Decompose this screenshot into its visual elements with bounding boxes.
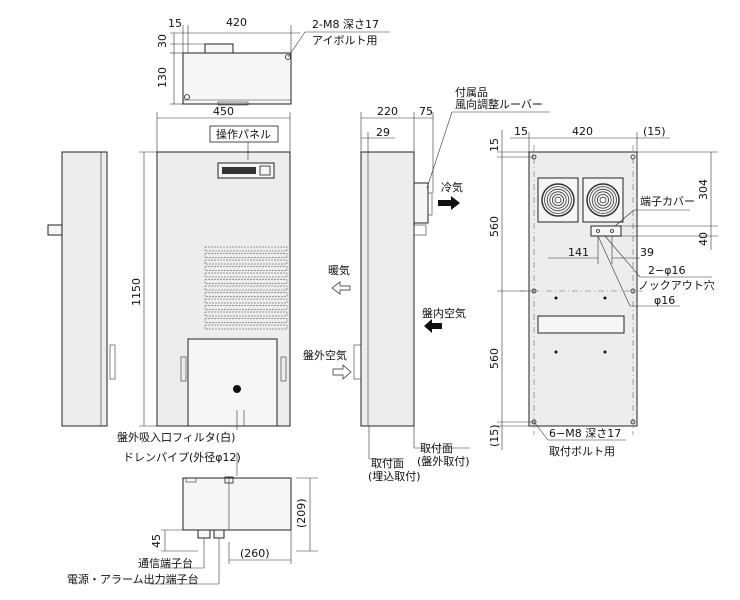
dim-bottom-209: (209)	[295, 498, 308, 528]
label-terminal-cover: 端子カバー	[640, 195, 695, 208]
fan-ring	[546, 188, 570, 212]
dim-back-141: 141	[568, 246, 589, 259]
label-knockout-hole: ノックアウト穴	[638, 278, 715, 292]
label-knockout-2phi16: 2−φ16	[648, 264, 685, 277]
heat-exchanger-fins	[204, 246, 288, 330]
label-warm-air: 暖気	[328, 263, 350, 277]
fan-ring	[554, 196, 562, 204]
fin-row	[204, 305, 288, 310]
dim-back-v15-paren: (15)	[488, 424, 501, 447]
dim-top-130: 130	[156, 67, 169, 88]
eyebolt-hole	[184, 94, 190, 100]
fin-row	[204, 272, 288, 278]
dim-back-15: 15	[514, 125, 528, 138]
label-panel-outside-air: 盤外空気	[303, 348, 347, 362]
bottom-view: (209) 45 (260) 通信端子台 電源・アラーム出力端子台	[67, 476, 318, 586]
fan-ring	[591, 188, 615, 212]
fan-ring	[541, 183, 575, 217]
fin-row	[204, 318, 288, 323]
right-side-view: 220 75 29 付属品 風向調整ルーバー 冷気 暖気 盤内空気 盤外空気 取…	[303, 86, 550, 483]
dim-front-1150: 1150	[130, 278, 143, 306]
label-panel-inside-air: 盤内空気	[422, 306, 466, 320]
label-m8-eyebolt: 2-M8 深さ17	[312, 18, 379, 31]
dim-side-220: 220	[377, 105, 398, 118]
label-control-panel: 操作パネル	[216, 127, 271, 141]
fan-ring	[597, 193, 610, 206]
fin-row	[204, 292, 288, 297]
fin-row	[204, 259, 288, 265]
dim-front-450: 450	[213, 105, 234, 118]
label-phi16: φ16	[654, 294, 675, 307]
left-side-view	[47, 151, 116, 427]
label-accessory: 付属品	[455, 86, 488, 99]
fin-row	[204, 298, 288, 304]
label-mount-bolt-use: 取付ボルト用	[549, 445, 615, 458]
dim-back-304: 304	[697, 179, 710, 200]
fan-ring	[594, 191, 612, 209]
fin-row	[204, 279, 288, 284]
fan-guard-left	[541, 183, 575, 217]
fan-ring	[549, 191, 567, 209]
fan-ring	[599, 196, 607, 204]
dim-back-15-paren: (15)	[643, 125, 666, 138]
fin-row	[204, 253, 288, 258]
label-external-mount: (盤外取付)	[417, 455, 470, 468]
label-comm-terminal: 通信端子台	[138, 556, 193, 570]
front-view: 450 1150 操作パネル 盤外吸入口フィルタ(白) ドレンパイプ(外径φ12…	[117, 105, 291, 476]
fan-ring	[586, 183, 620, 217]
label-m8-mount: 6−M8 深さ17	[549, 427, 621, 440]
label-intake-filter: 盤外吸入口フィルタ(白)	[117, 430, 235, 444]
fan-ring	[544, 186, 572, 214]
dim-side-75: 75	[419, 105, 433, 118]
dim-bottom-45: 45	[150, 534, 163, 548]
dim-back-39: 39	[640, 246, 654, 259]
dim-back-560a: 560	[488, 216, 501, 237]
dim-back-560b: 560	[488, 348, 501, 369]
dim-top-420: 420	[226, 16, 247, 29]
panel-outside-air-arrow	[332, 364, 352, 380]
fin-row	[204, 246, 288, 252]
label-mount-face-external: 取付面	[420, 442, 453, 455]
dim-back-v15: 15	[488, 138, 501, 152]
label-mount-face-embedded: 取付面	[371, 457, 404, 470]
fan-guard-right	[586, 183, 620, 217]
cold-air-arrow	[438, 196, 460, 210]
eyebolt-hole	[285, 54, 291, 60]
fan-ring	[589, 186, 617, 214]
fin-row	[204, 311, 288, 317]
dim-back-420: 420	[572, 125, 593, 138]
label-cold-air: 冷気	[441, 180, 463, 194]
dim-bottom-260: (260)	[240, 547, 270, 560]
label-louver: 風向調整ルーバー	[455, 97, 543, 111]
panel-inside-air-arrow	[424, 319, 442, 333]
top-view: 15 420 30 130 2-M8 深さ17 アイボルト用	[156, 16, 390, 106]
fin-row	[204, 266, 288, 271]
dim-back-40: 40	[697, 232, 710, 246]
dim-side-29: 29	[376, 126, 390, 139]
fin-row	[204, 324, 288, 330]
fin-row	[204, 285, 288, 291]
label-power-alarm-terminal: 電源・アラーム出力端子台	[67, 572, 199, 586]
dim-top-30: 30	[156, 34, 169, 48]
label-eyebolt-use: アイボルト用	[312, 34, 377, 47]
drain-hole	[233, 385, 241, 393]
label-drain-pipe: ドレンパイプ(外径φ12)	[123, 451, 241, 464]
back-view: 15 420 (15) 15 560 560 (15) 304 40 141 3…	[488, 125, 718, 458]
warm-air-arrow	[331, 281, 351, 295]
fan-ring	[552, 193, 565, 206]
label-embedded-mount: (埋込取付)	[368, 470, 421, 483]
dim-top-15: 15	[168, 17, 182, 30]
